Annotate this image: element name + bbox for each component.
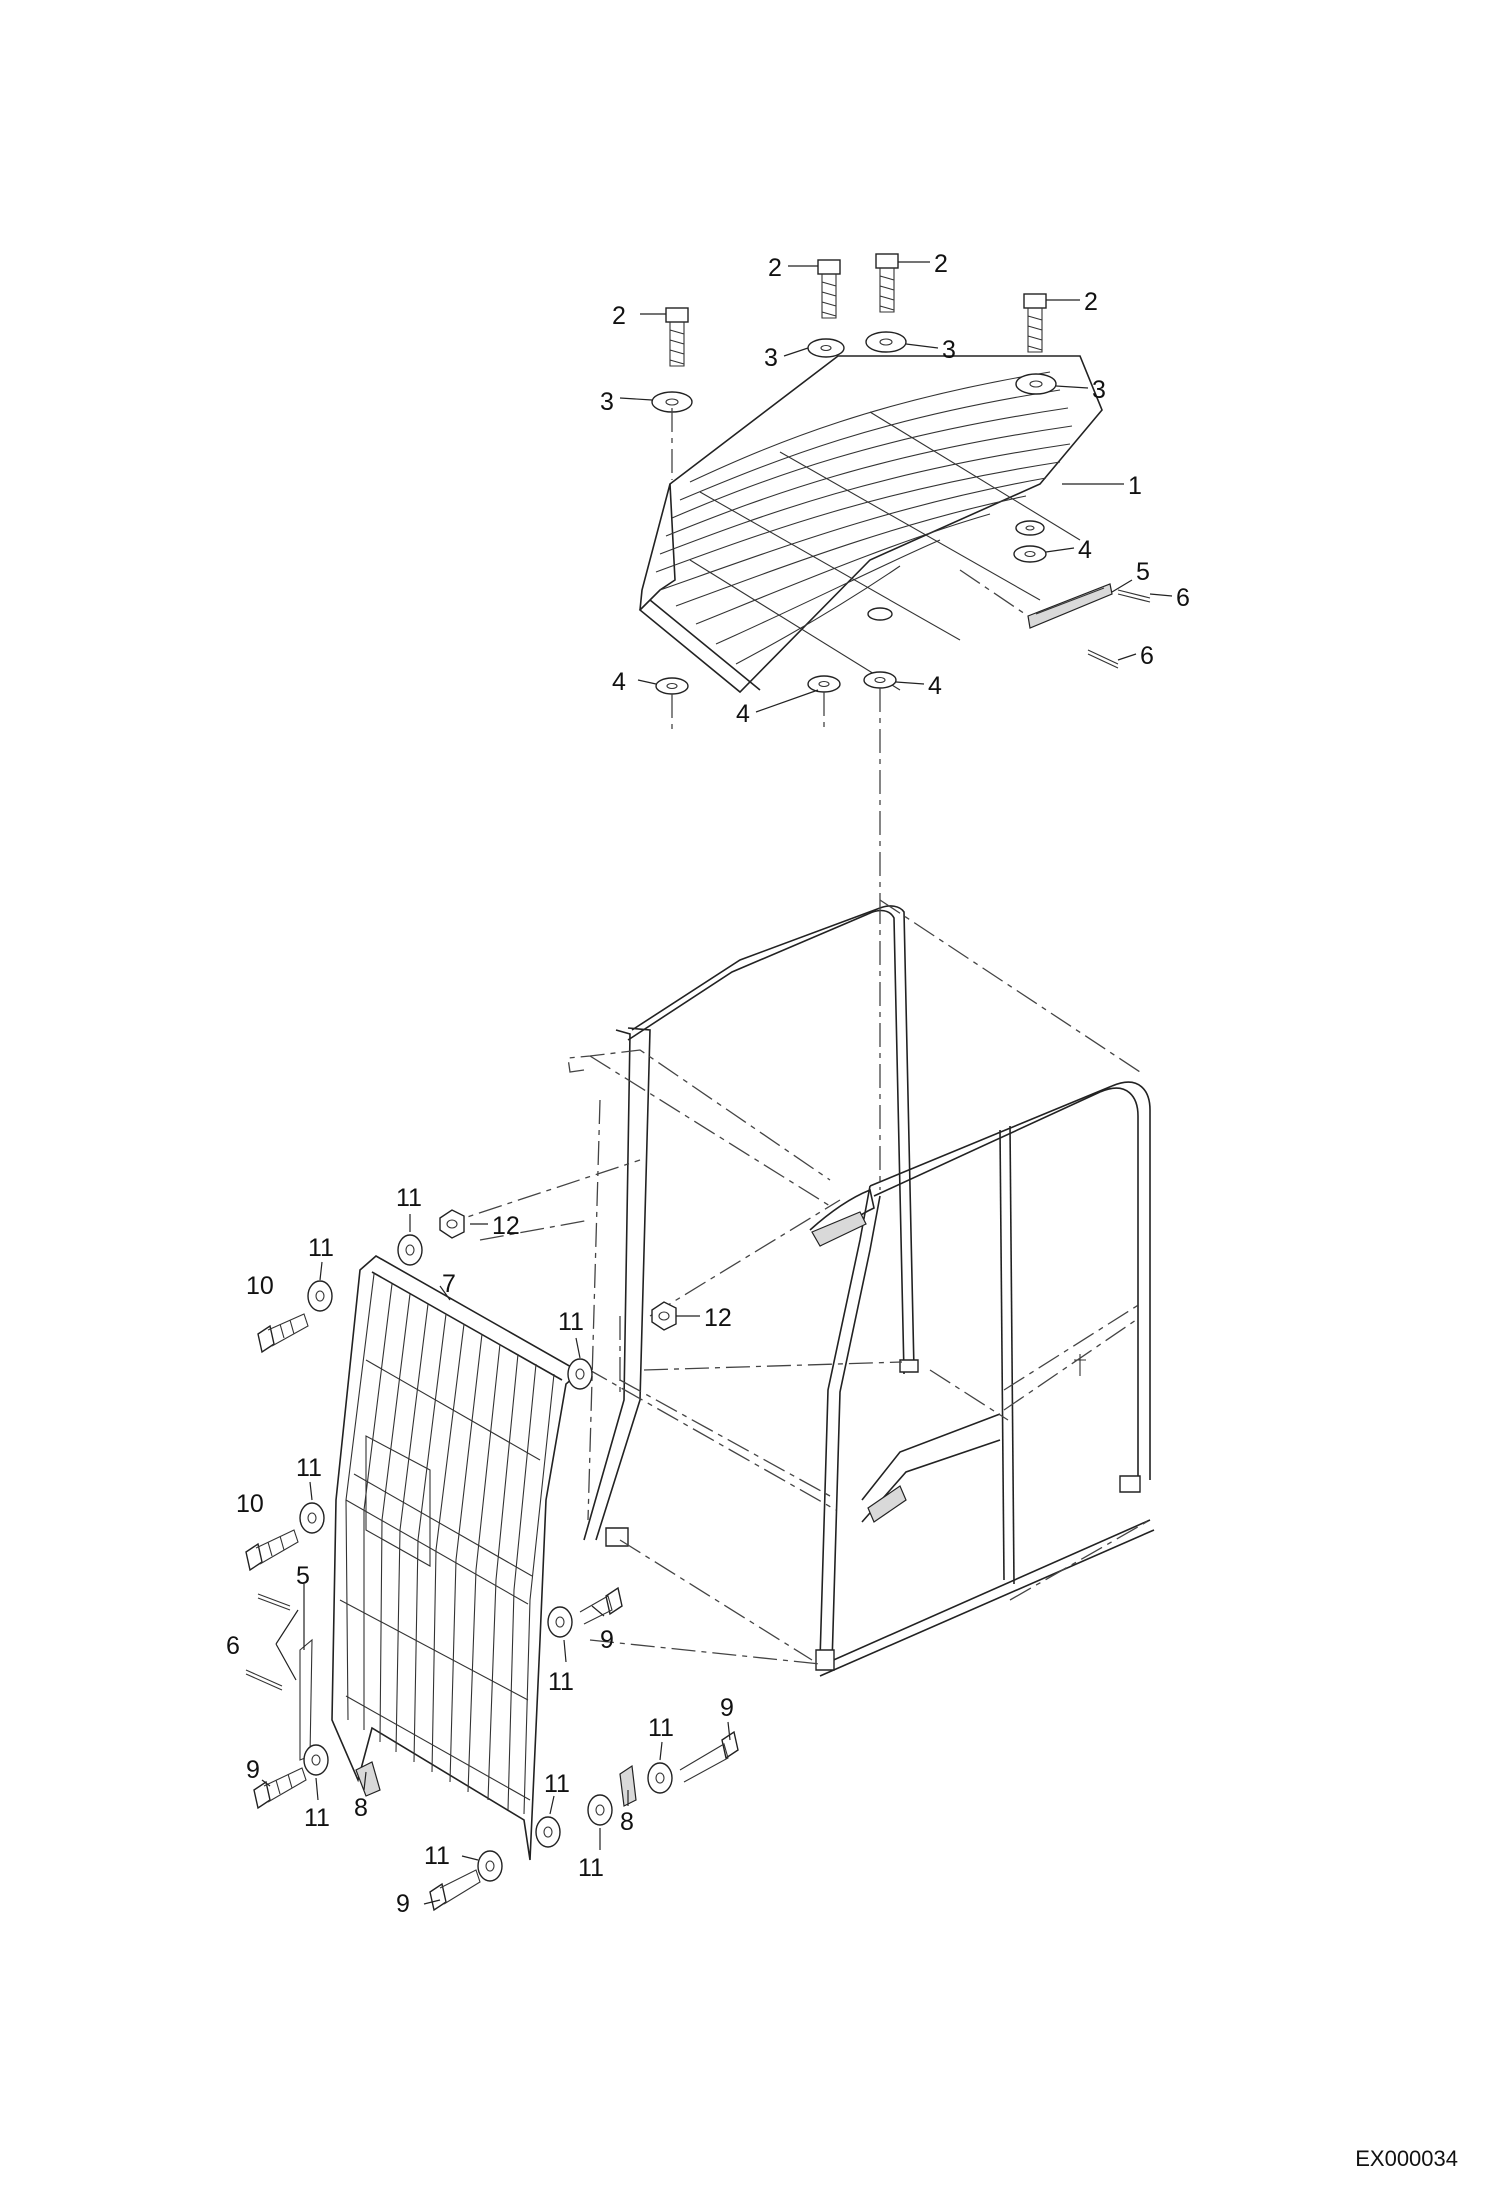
bolt-icon <box>429 1869 481 1912</box>
callout-2: 2 <box>1084 288 1098 316</box>
callout-6: 6 <box>1176 584 1190 612</box>
washer-icon <box>567 1358 593 1390</box>
washer-icon <box>1015 373 1057 395</box>
callout-leader-lines <box>261 261 1173 1905</box>
callout-9: 9 <box>246 1756 260 1784</box>
washer-icon <box>1013 545 1047 563</box>
washer-icon <box>299 1502 325 1534</box>
washer-icon <box>807 675 841 693</box>
callout-11: 11 <box>296 1454 322 1482</box>
grille-fastener-group <box>245 1209 739 1912</box>
callout-2: 2 <box>612 302 626 330</box>
grille-bars <box>345 1273 555 1815</box>
bolt-icon <box>665 307 689 367</box>
nut-icon <box>651 1301 677 1331</box>
document-code: EX000034 <box>1355 2146 1458 2171</box>
washer-icon <box>807 338 845 358</box>
callout-3: 3 <box>1092 376 1106 404</box>
washer-icon <box>303 1744 329 1776</box>
callout-7: 7 <box>442 1270 456 1298</box>
washer-icon <box>535 1816 561 1848</box>
nut-icon <box>439 1209 465 1239</box>
callout-11: 11 <box>648 1714 674 1742</box>
bolt-icon <box>257 1313 309 1354</box>
washer-icon <box>655 677 689 695</box>
callout-4: 4 <box>928 672 942 700</box>
washer-icon <box>1015 520 1045 536</box>
bolt-icon <box>579 1586 623 1625</box>
top-guard-assembly <box>638 355 1103 694</box>
callout-2: 2 <box>768 254 782 282</box>
callout-4: 4 <box>1078 536 1092 564</box>
callout-2: 2 <box>934 250 948 278</box>
callout-4: 4 <box>612 668 626 696</box>
callout-10: 10 <box>246 1272 274 1300</box>
callout-11: 11 <box>308 1234 334 1262</box>
washer-icon <box>307 1280 333 1312</box>
callout-6: 6 <box>226 1632 240 1660</box>
washer-icon <box>397 1234 423 1266</box>
callout-5: 5 <box>1136 558 1150 586</box>
bolt-icon <box>679 1730 739 1783</box>
callout-10: 10 <box>236 1490 264 1518</box>
callout-11: 11 <box>558 1308 584 1336</box>
callout-9: 9 <box>396 1890 410 1918</box>
top-washer-group <box>651 331 1057 695</box>
top-bolt-group <box>665 253 1047 367</box>
callout-8: 8 <box>620 1808 634 1836</box>
callout-11: 11 <box>548 1668 574 1696</box>
washer-icon <box>547 1606 573 1638</box>
callout-3: 3 <box>942 336 956 364</box>
washer-icon <box>477 1850 503 1882</box>
washer-icon <box>865 331 907 353</box>
callout-9: 9 <box>600 1626 614 1654</box>
callout-9: 9 <box>720 1694 734 1722</box>
bolt-icon <box>875 253 899 313</box>
callout-1: 1 <box>1128 472 1142 500</box>
washer-icon <box>647 1762 673 1794</box>
callout-11: 11 <box>396 1184 422 1212</box>
bolt-icon <box>253 1767 307 1810</box>
top-plate-and-pins <box>1027 583 1151 669</box>
cab-phantom-lines <box>439 899 1151 1665</box>
bolt-icon <box>245 1529 299 1572</box>
callout-6: 6 <box>1140 642 1154 670</box>
bolt-icon <box>1023 293 1047 353</box>
callout-11: 11 <box>304 1804 330 1832</box>
top-assembly-center-lines <box>671 408 1029 900</box>
callout-4: 4 <box>736 700 750 728</box>
callout-labels: 1 2 2 2 2 3 3 3 3 4 4 4 4 5 5 6 6 6 7 8 … <box>226 250 1190 1918</box>
callout-11: 11 <box>544 1770 570 1798</box>
washer-icon <box>867 607 893 621</box>
callout-12: 12 <box>492 1212 520 1240</box>
cab-frame <box>583 905 1155 1677</box>
callout-3: 3 <box>600 388 614 416</box>
callout-5: 5 <box>296 1562 310 1590</box>
top-guard-slats <box>655 371 1081 691</box>
callout-8: 8 <box>354 1794 368 1822</box>
washer-icon <box>587 1794 613 1826</box>
washer-icon <box>863 671 897 689</box>
callout-12: 12 <box>704 1304 732 1332</box>
callout-3: 3 <box>764 344 778 372</box>
callout-11: 11 <box>578 1854 604 1882</box>
front-grille-assembly <box>299 1255 582 1861</box>
bolt-icon <box>817 259 841 319</box>
callout-11: 11 <box>424 1842 450 1870</box>
